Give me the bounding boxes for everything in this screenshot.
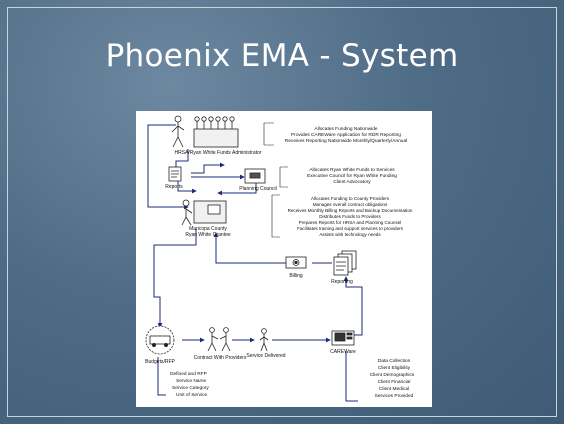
careware-note: Services Provided [375, 393, 414, 399]
service-delivered-icon [259, 328, 269, 352]
budgets-rfp-label: Budgets/RFP [145, 359, 175, 365]
grantee-label-line1: Maricopa County [189, 226, 227, 232]
grantee-note: Receives Monthly Billing Reports and Bac… [288, 208, 413, 213]
reporting-icon [333, 250, 357, 276]
careware-note: Client Medical [379, 386, 409, 392]
grantee-note: Prepares Reports for HRSA and Planning C… [299, 220, 402, 225]
contract-providers-icon [207, 327, 231, 352]
hrsa-notes-bracket [263, 122, 274, 146]
grantee-note: Allocates Funding to County Providers [311, 196, 390, 201]
hrsa-administrator-icon [171, 115, 239, 148]
slide-title: Phoenix EMA - System [105, 38, 459, 74]
grantee-note: Assists with technology needs [319, 232, 381, 237]
council-note: Allocates Ryan White Funds to Services [309, 167, 395, 173]
budget-note: Defined and RFP [170, 371, 207, 377]
hrsa-note: Allocates Funding Nationwide [314, 126, 378, 132]
planning-council-label: Planning Council [239, 186, 277, 192]
billing-icon [285, 256, 307, 269]
service-delivered-label: Service Delivered [246, 353, 285, 359]
system-diagram: HRSA/Ryan White Funds Administrator Allo… [136, 111, 432, 407]
grantee-label-line2: Ryan White Grantee [185, 232, 231, 238]
grantee-notes-bracket [271, 194, 280, 238]
budget-note: Unit of Service [176, 392, 208, 398]
grantee-note: Facilitates training and support service… [297, 226, 404, 231]
hrsa-note: Receives Reporting Nationwide Monthly/Qu… [285, 138, 407, 144]
planning-council-icon [244, 168, 266, 184]
careware-note: Data Collection [378, 358, 411, 364]
careware-computer-icon [331, 330, 355, 346]
reports-label: Reports [165, 184, 183, 190]
budgets-rfp-icon [145, 325, 175, 355]
billing-label: Billing [289, 273, 303, 279]
reporting-label: Reporting [331, 279, 353, 285]
council-note: Executive Council for Ryan White Funding [307, 173, 397, 179]
hrsa-note: Provides CAREWare Application for RDR Re… [291, 132, 401, 138]
grantee-note: Manages overall contract obligations [313, 202, 388, 207]
slide-frame [7, 7, 557, 417]
grantee-note: Distributes Funds to Providers [319, 214, 381, 219]
careware-note: Client Financial [378, 379, 411, 385]
careware-note: Client Eligibility [378, 365, 411, 371]
council-note: Client Advocatory [333, 179, 371, 185]
council-notes-bracket [279, 166, 288, 188]
flow-connectors [147, 124, 363, 402]
careware-label: CAREWare [330, 349, 356, 355]
budget-note: Service Category [172, 385, 209, 391]
hrsa-label: HRSA/Ryan White Funds Administrator [175, 150, 262, 156]
budget-note: Service Name [176, 378, 206, 384]
careware-note: Client Demographics [370, 372, 415, 378]
grantee-icon [181, 199, 227, 226]
contract-label: Contract With Providers [194, 355, 247, 361]
reports-icon [168, 166, 182, 182]
